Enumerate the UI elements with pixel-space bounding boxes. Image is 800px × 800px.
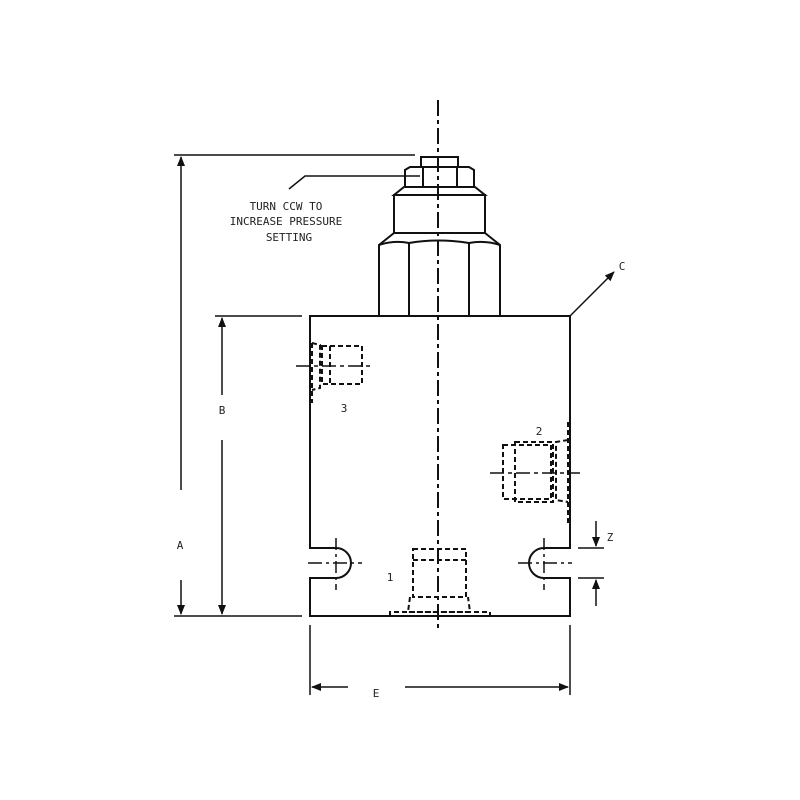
port-1-hidden (389, 548, 491, 616)
port-2-hidden (490, 422, 580, 523)
port-2-label: 2 (536, 425, 543, 438)
note-line-1: TURN CCW TO (250, 200, 323, 213)
note-line-2: INCREASE PRESSURE (230, 215, 343, 228)
label-b: B (219, 404, 226, 417)
port-1-label: 1 (387, 571, 394, 584)
label-z: Z (607, 531, 614, 544)
dimension-b (215, 315, 302, 615)
mounting-slots (308, 538, 572, 590)
dimension-a (174, 154, 415, 617)
port-3-label: 3 (341, 402, 348, 415)
note-line-3: SETTING (266, 231, 312, 244)
dimension-z (578, 521, 604, 606)
port-3-hidden (296, 342, 370, 403)
dimension-e (309, 625, 571, 695)
label-a: A (177, 539, 184, 552)
label-c: C (619, 260, 626, 273)
label-e: E (373, 687, 380, 700)
dimension-c-leader (569, 271, 615, 317)
note-leader (288, 175, 420, 190)
valve-body (309, 315, 571, 617)
adjuster (378, 156, 501, 316)
